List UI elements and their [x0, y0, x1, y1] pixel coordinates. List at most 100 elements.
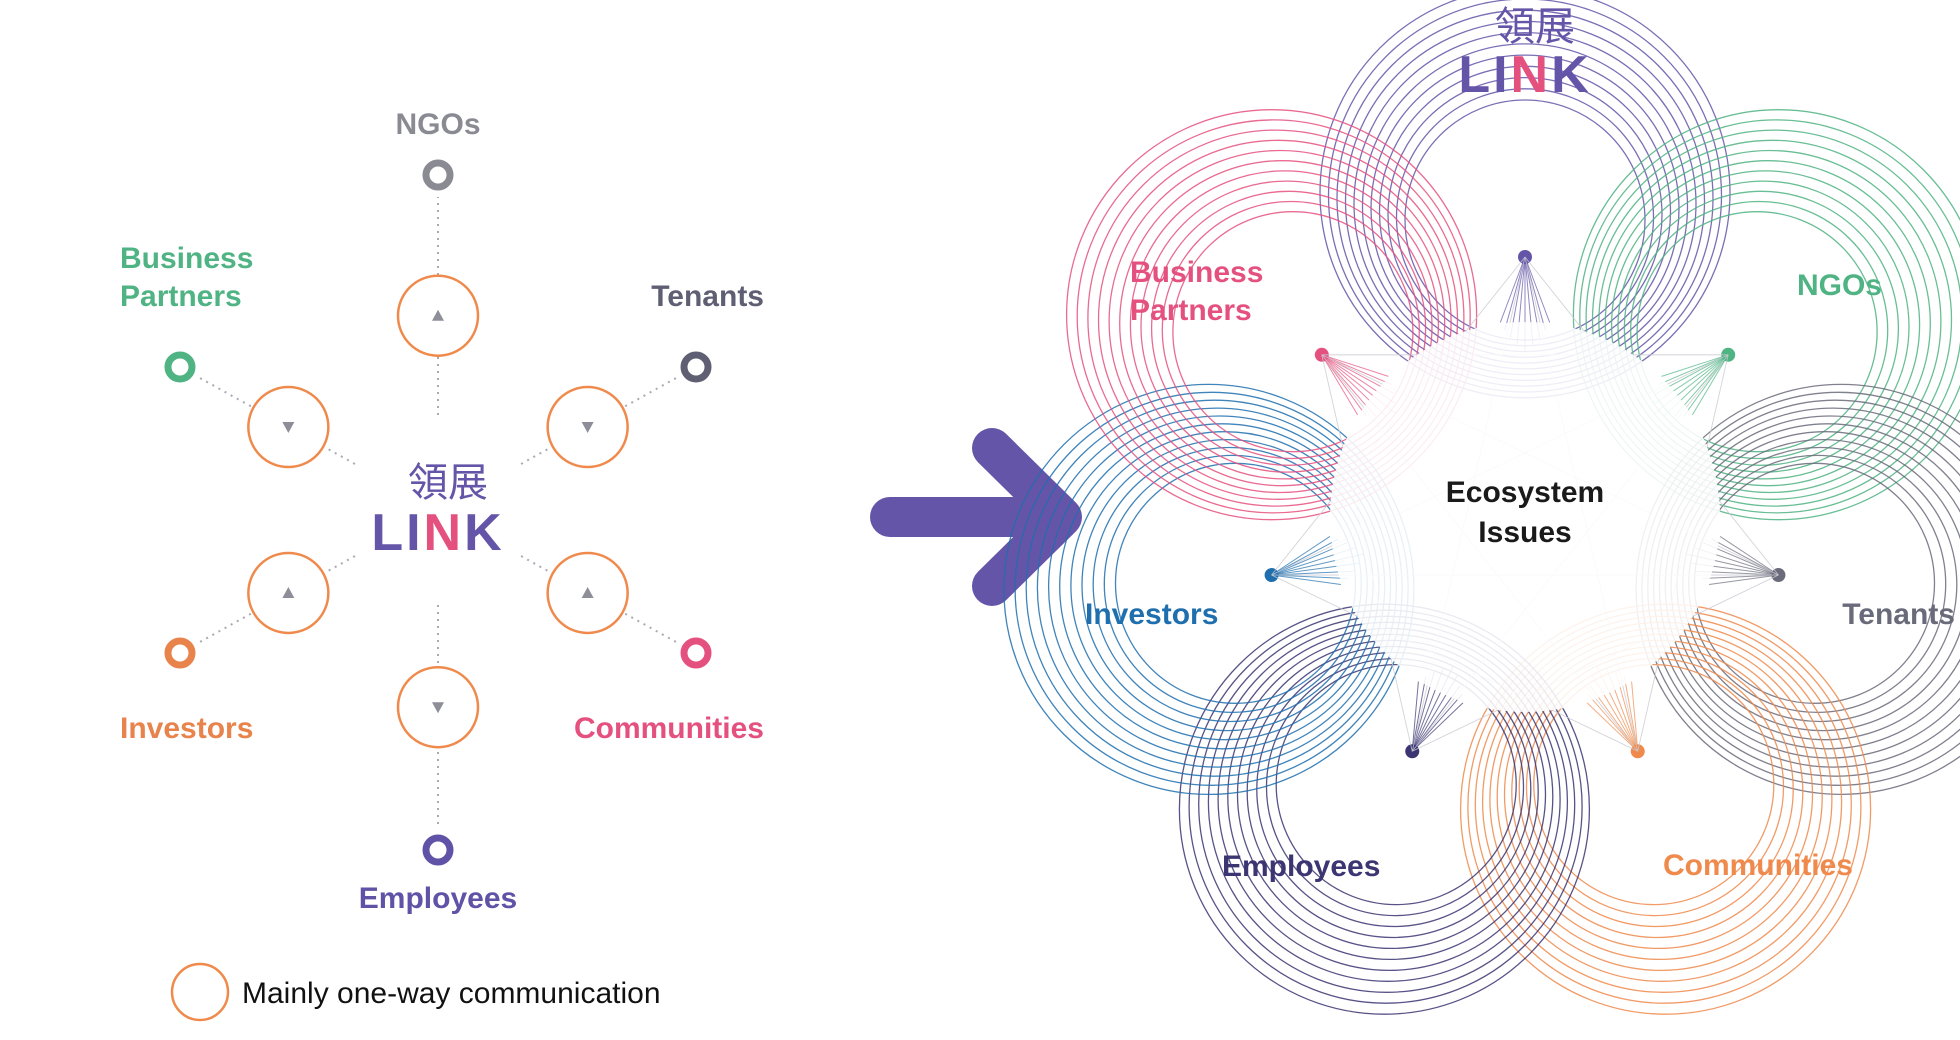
fan-arc [1081, 438, 1374, 732]
fan-spike [1683, 354, 1729, 417]
fan-arc [1150, 190, 1427, 466]
dotted-connector [520, 376, 678, 465]
fan-arc [1604, 160, 1931, 487]
fan-arc [1617, 180, 1910, 473]
fan-arc [1108, 149, 1452, 494]
right-node-investors: Investors [1085, 568, 1279, 631]
node-label: Partners [120, 280, 242, 313]
left-node-employees: Employees [359, 605, 517, 915]
fan-arc [1676, 438, 1960, 732]
legend-text: Mainly one-way communication [242, 977, 661, 1010]
fan-spike [1499, 256, 1526, 323]
node-circle [164, 637, 196, 669]
fan-arc [1097, 139, 1459, 500]
fan-spike [1411, 702, 1464, 752]
logo-letters: LI [1458, 46, 1510, 104]
logo-english-text: LINK [371, 504, 504, 562]
node-circle [422, 834, 454, 866]
fan-spike [1321, 354, 1359, 416]
fan-spike [1661, 354, 1729, 377]
node-label: NGOs [1797, 269, 1882, 302]
direction-triangle-icon [581, 422, 594, 434]
fan-spike [1524, 256, 1546, 331]
left-node-tenants: Tenants [520, 280, 764, 469]
fan-spike [1271, 538, 1339, 576]
logo-letters: N [1511, 46, 1552, 104]
fan-spike [1411, 676, 1427, 752]
fan-spike [1524, 256, 1551, 323]
node-label: Business [120, 242, 253, 275]
direction-triangle-icon [432, 309, 444, 321]
node-label: NGOs [395, 108, 480, 141]
fan-arc [1682, 446, 1958, 723]
node-circle [680, 351, 712, 383]
logo-chinese-text: 領展 [1495, 4, 1575, 50]
fan-spike [1623, 676, 1639, 752]
fan-spike [1719, 535, 1779, 576]
node-label: Investors [1085, 598, 1218, 631]
logo-letters: K [1551, 46, 1592, 104]
legend: Mainly one-way communication [170, 962, 661, 1022]
arc-fan-communities [1459, 603, 1872, 1015]
center-title: Issues [1478, 516, 1571, 549]
fan-spike [1321, 354, 1392, 386]
fan-spike [1631, 681, 1639, 752]
node-label: Tenants [651, 280, 764, 313]
right-ecosystem-diagram: NGOsTenantsCommunitiesEmployeesInvestors… [1003, 0, 1960, 1015]
left-node-investors: Investors [120, 551, 356, 745]
node-label: Tenants [1842, 598, 1955, 631]
legend-ring-icon [170, 962, 230, 1022]
logo-letters: K [464, 504, 505, 562]
arc-fan-business [1065, 109, 1478, 521]
fan-spike [1271, 574, 1341, 585]
fan-arc [1585, 129, 1960, 507]
logo-letters: LI [371, 504, 423, 562]
direction-triangle-icon [581, 586, 594, 598]
fan-spike [1702, 574, 1779, 579]
fan-arc [1636, 211, 1878, 453]
fan-arc [1579, 119, 1960, 514]
left-node-ngos: NGOs [395, 108, 481, 415]
node-label: Employees [359, 882, 517, 915]
fan-spike [1586, 702, 1639, 752]
fan-spike [1271, 574, 1348, 579]
fan-spike [1691, 354, 1729, 416]
fan-arc [1572, 109, 1960, 521]
fan-arc [1598, 149, 1942, 494]
fan-arc [1076, 119, 1471, 514]
dotted-connector [198, 376, 356, 465]
arc-fan-ngos [1572, 109, 1960, 521]
node-label: Employees [1222, 850, 1380, 883]
node-label: Communities [574, 712, 764, 745]
fan-spike [1587, 693, 1639, 752]
fan-arc [1087, 129, 1465, 507]
center-disk [1330, 322, 1720, 712]
direction-triangle-icon [432, 702, 444, 714]
node-circle [422, 159, 454, 191]
right-node-ngos: NGOs [1721, 269, 1882, 362]
right-node-employees: Employees [1222, 744, 1420, 883]
right-node-tenants: Tenants [1771, 568, 1955, 631]
logo-chinese-text: 領展 [408, 460, 488, 506]
fan-arc [1114, 462, 1357, 704]
fan-spike [1709, 574, 1779, 585]
dotted-connector [198, 555, 356, 644]
fan-spike [1271, 535, 1331, 576]
center-title: Ecosystem [1446, 476, 1604, 509]
fan-arc [1161, 200, 1420, 460]
fan-arc [1119, 160, 1446, 487]
fan-spike [1658, 354, 1729, 386]
logo-letters: N [424, 504, 465, 562]
direction-triangle-icon [282, 586, 295, 598]
transition-arrow-icon [870, 428, 1082, 606]
fan-arc [1610, 170, 1921, 480]
fan-arc [1092, 446, 1368, 723]
fan-spike [1411, 693, 1463, 752]
fan-arc [1533, 663, 1775, 906]
